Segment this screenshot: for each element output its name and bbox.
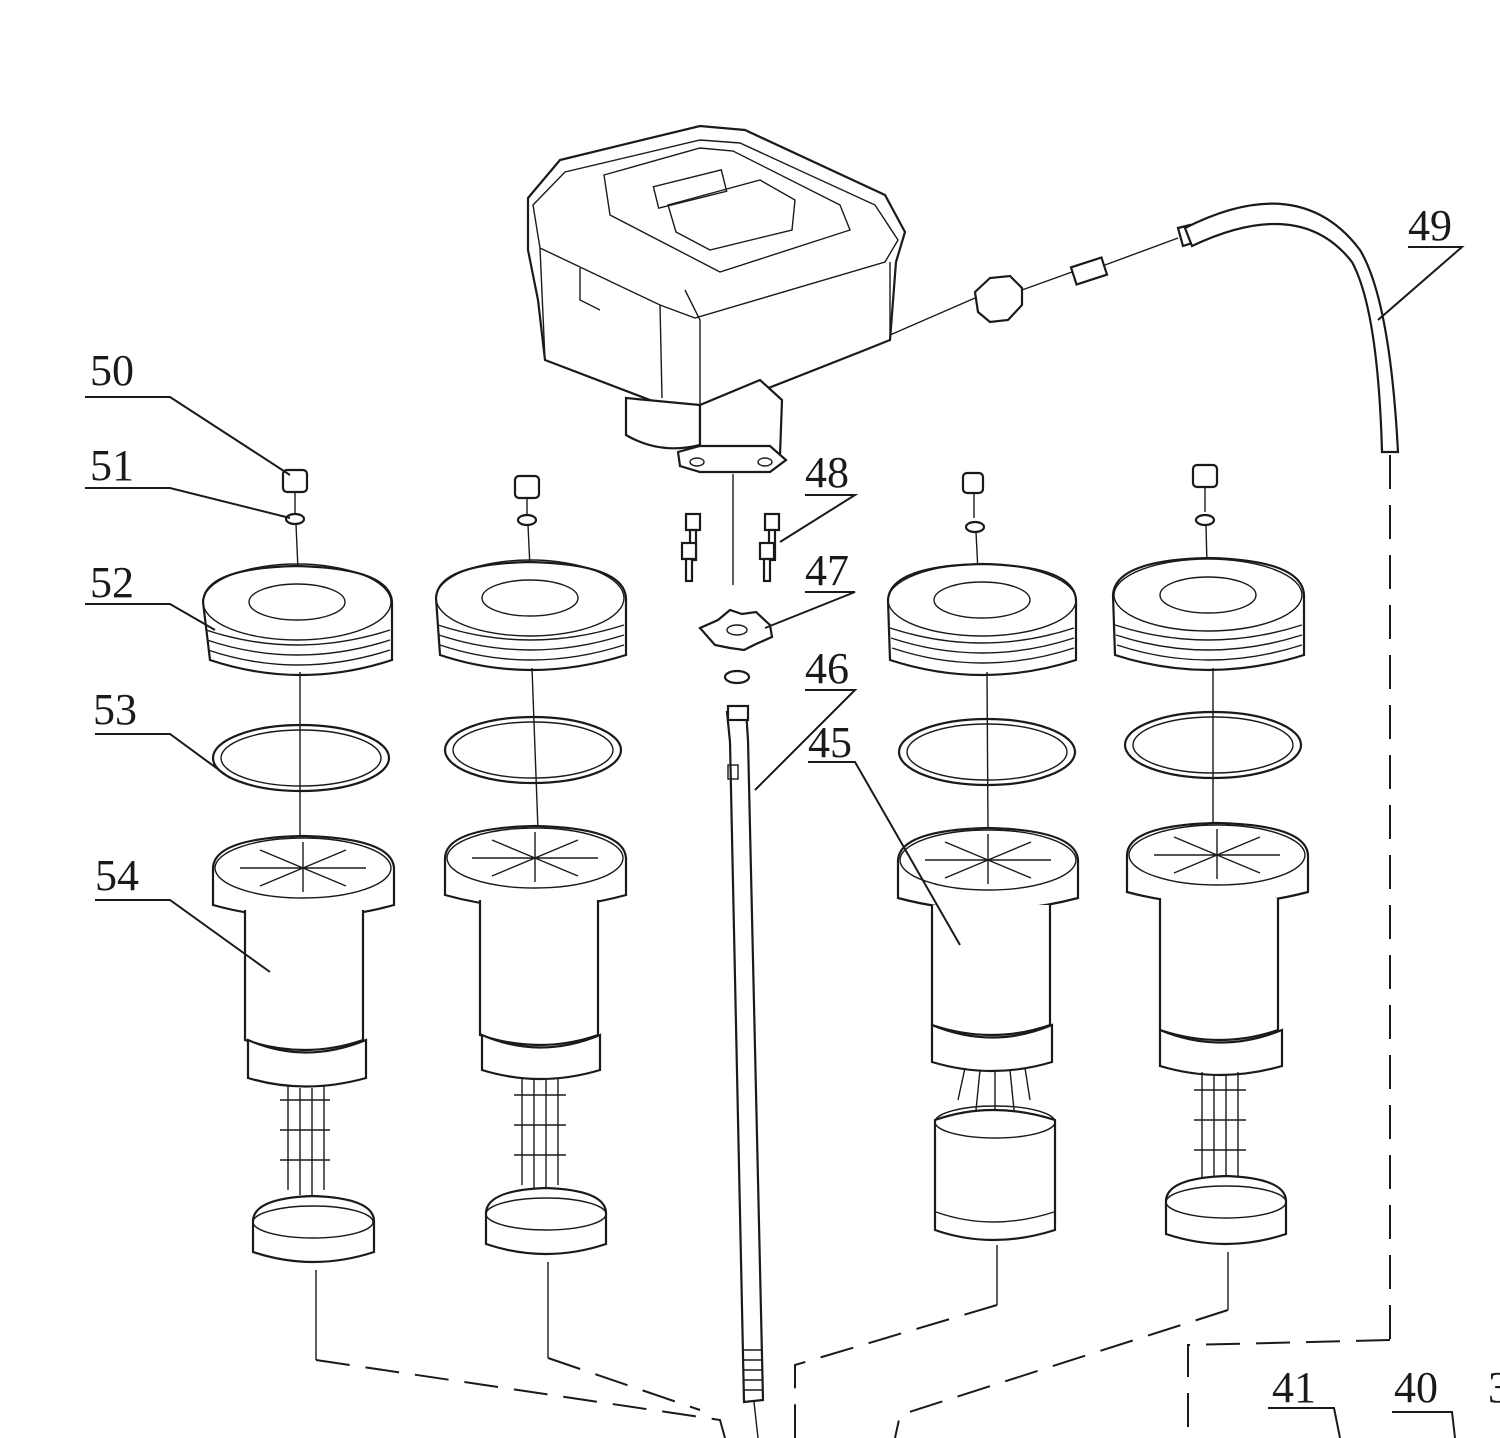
cartridge-assembly-3 bbox=[886, 471, 1080, 1305]
callout-54: 54 bbox=[95, 851, 139, 900]
callout-leaders bbox=[85, 246, 1465, 1438]
callout-51: 51 bbox=[90, 441, 134, 490]
screw-set bbox=[680, 512, 781, 583]
callout-53: 53 bbox=[93, 685, 137, 734]
callout-52: 52 bbox=[90, 558, 134, 607]
callout-47: 47 bbox=[805, 546, 849, 595]
cartridge-assembly-1 bbox=[201, 468, 396, 1360]
callout-45: 45 bbox=[808, 718, 852, 767]
callout-49: 49 bbox=[1408, 201, 1452, 250]
callout-40: 40 bbox=[1394, 1363, 1438, 1412]
callout-3x: 3 bbox=[1488, 1363, 1500, 1412]
callout-41: 41 bbox=[1272, 1363, 1316, 1412]
star-washer bbox=[698, 608, 774, 652]
control-valve-head bbox=[526, 124, 907, 474]
tube-fitting-chain bbox=[889, 223, 1197, 336]
center-rod bbox=[725, 704, 765, 1438]
cartridge-assembly-4 bbox=[1111, 463, 1310, 1310]
small-washer bbox=[723, 669, 751, 685]
cartridge-assembly-2 bbox=[434, 474, 628, 1358]
callout-50: 50 bbox=[90, 346, 134, 395]
callout-48: 48 bbox=[805, 448, 849, 497]
brine-tube bbox=[1183, 202, 1400, 454]
callout-46: 46 bbox=[805, 644, 849, 693]
